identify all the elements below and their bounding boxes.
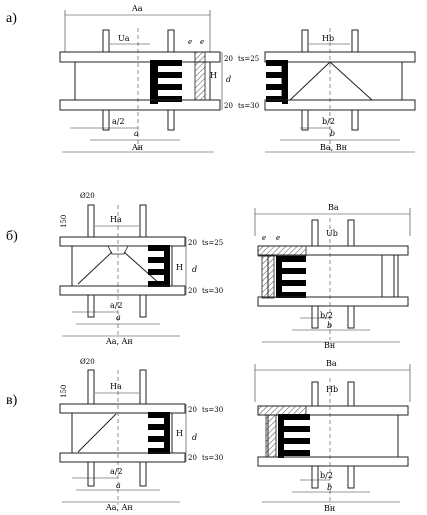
dim-b: b	[327, 483, 332, 492]
dim-b-half: b/2	[322, 117, 335, 126]
dim-Aa-Aн: Aа, Aн	[105, 503, 133, 512]
row-b-left-figure: Ø20 150 Hа 20 ts=25 H d	[59, 192, 223, 346]
label-pin-150: 150	[60, 215, 68, 228]
label-Ha: Hа	[110, 382, 122, 391]
side-dim-ts-bottom: ts=30	[202, 454, 223, 462]
dim-Ba: Bа	[326, 359, 337, 368]
label-e1: e	[262, 234, 266, 242]
dim-b: b	[330, 129, 335, 138]
dim-a: a	[116, 481, 121, 490]
row-a-right-figure: Hb b/2 b Bа, Bн	[264, 28, 416, 153]
dim-Ан: Aн	[131, 143, 143, 152]
dim-b-half: b/2	[320, 471, 333, 480]
row-a-left-figure: Aa Ua e e	[59, 4, 259, 153]
label-e2: e	[276, 234, 280, 242]
dim-Aa-Aн: Aа, Aн	[105, 337, 133, 346]
row-a: а) Aa Ua e	[6, 4, 416, 153]
row-c-left-figure: Ø20 150 Hа 20 ts=30 H d 20	[59, 358, 223, 512]
dim-a-half: a/2	[112, 117, 125, 126]
side-dim-d: d	[192, 265, 197, 274]
label-Ub: Ub	[326, 229, 338, 238]
side-dim-20-bottom: 20	[188, 287, 197, 295]
side-dim-ts-top: ts=25	[202, 239, 223, 247]
row-b: б) Ø20 150 Hа 20 ts	[6, 192, 411, 350]
side-dim-d: d	[192, 433, 197, 442]
row-b-marker: б)	[6, 229, 18, 244]
side-dim-20-bottom: 20	[224, 102, 233, 110]
label-e1: e	[188, 38, 192, 46]
dim-Bн: Bн	[324, 341, 335, 350]
dim-b: b	[327, 321, 332, 330]
dim-b-half: b/2	[320, 311, 333, 320]
label-Ha: Hа	[110, 215, 122, 224]
side-dim-20-bottom: 20	[188, 454, 197, 462]
side-dim-ts-top: ts=25	[238, 55, 259, 63]
label-pin-dia: Ø20	[80, 192, 95, 200]
row-b-right-figure: Bа e e Ub b/2 b B	[254, 203, 411, 350]
row-c-right-figure: Bа Hb b/2 b Bн	[254, 359, 411, 513]
side-dim-20-top: 20	[188, 239, 197, 247]
label-e2: e	[200, 38, 204, 46]
row-a-marker: а)	[6, 11, 17, 26]
label-Hb: Hb	[322, 34, 334, 43]
dim-Ba: Bа	[328, 203, 339, 212]
row-c-marker: в)	[6, 393, 18, 408]
dim-Aa: Aa	[131, 4, 143, 13]
side-dim-H: H	[176, 263, 183, 272]
dim-a-half: a/2	[110, 467, 123, 476]
dim-Ba-Bн: Bа, Bн	[320, 143, 347, 152]
side-dim-ts-top: ts=30	[202, 406, 223, 414]
dim-Bн: Bн	[324, 504, 335, 513]
side-dim-20-top: 20	[188, 406, 197, 414]
label-Hb: Hb	[326, 385, 338, 394]
side-dim-H: H	[176, 429, 183, 438]
label-Ua: Ua	[118, 34, 130, 43]
side-dim-H: H	[210, 71, 217, 80]
dim-a: a	[116, 313, 121, 322]
side-dim-20-top: 20	[224, 55, 233, 63]
side-dim-ts-bottom: ts=30	[238, 102, 259, 110]
label-pin-dia: Ø20	[80, 358, 95, 366]
dim-a: a	[134, 129, 139, 138]
side-dim-ts-bottom: ts=30	[202, 287, 223, 295]
label-pin-150: 150	[60, 385, 68, 398]
dim-a-half: a/2	[110, 301, 123, 310]
row-c: в) Ø20 150 Hа 20 ts=30 H	[6, 358, 411, 513]
side-dim-d: d	[226, 75, 231, 84]
